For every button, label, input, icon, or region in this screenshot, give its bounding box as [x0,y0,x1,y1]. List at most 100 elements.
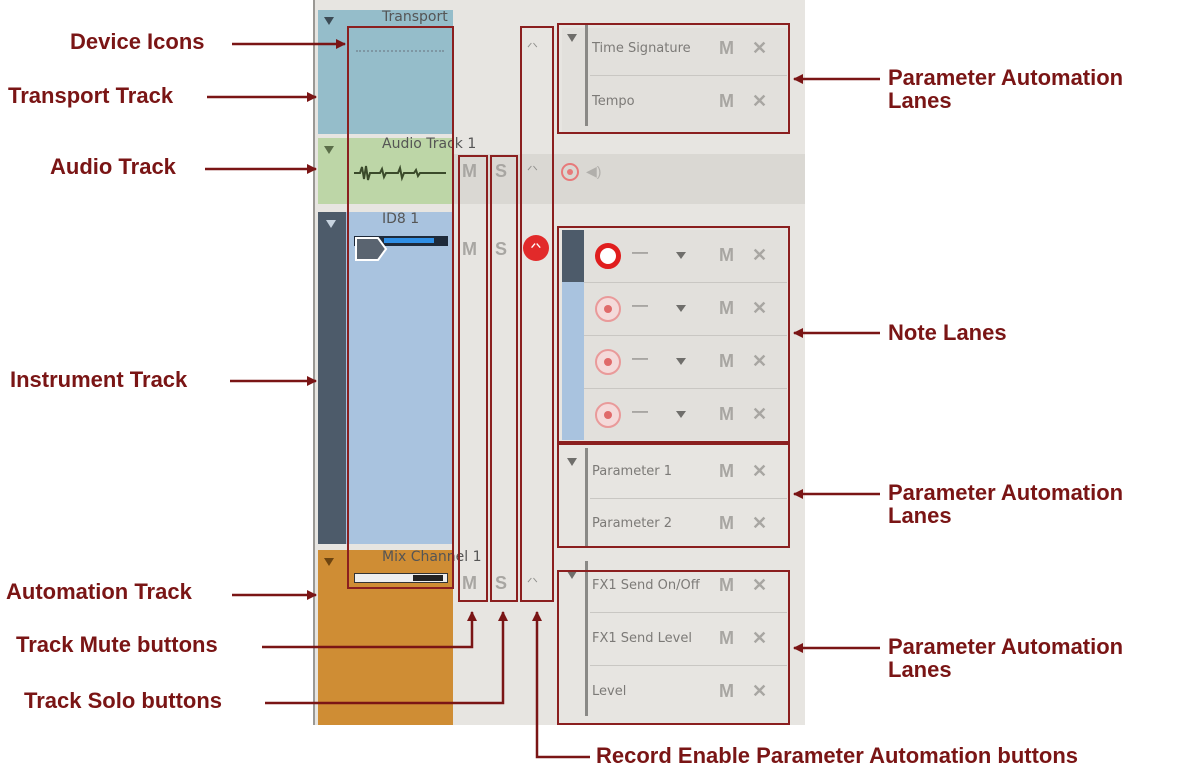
solo-buttons-highlight [490,155,518,602]
device-icons-highlight [347,26,454,589]
lane-mute-button[interactable]: M [719,404,734,424]
lane-delete-icon[interactable]: ✕ [752,37,768,58]
lane-mute-button[interactable]: M [719,245,734,265]
lane-mute-button[interactable]: M [719,627,734,648]
callout-audio-track: Audio Track [50,154,176,179]
audio-mute-button[interactable]: M [462,161,477,181]
lane-delete-icon[interactable]: ✕ [752,351,768,371]
callout-param-lanes-2: Parameter Automation Lanes [888,481,1123,527]
transport-track-name: Transport [382,9,448,25]
callout-param-lanes-3-line2: Lanes [888,657,952,683]
arrow-record-enable [532,611,590,759]
lane-separator [590,612,787,613]
instrument-device-icon [354,236,448,261]
lane-mute-button[interactable]: M [719,574,734,595]
lane-mute-button[interactable]: M [719,680,734,701]
callout-param-lanes-3: Parameter Automation Lanes [888,635,1123,681]
callout-param-lanes-2-line2: Lanes [888,503,952,529]
lane-separator [584,388,787,389]
instrument-solo-button[interactable]: S [495,239,508,259]
transport-device-icon [356,40,444,52]
speaker-icon[interactable]: ◀) [586,163,602,179]
lane-separator [584,335,787,336]
automation-automation-icon[interactable]: ᐟᐠ [527,575,539,590]
lane-mute-button[interactable]: M [719,351,734,371]
audio-solo-button[interactable]: S [495,161,508,181]
note-lane-record-button[interactable] [595,402,621,428]
instrument-collapse-icon[interactable] [326,220,336,228]
note-lane-record-button[interactable] [595,243,621,269]
callout-instrument-track: Instrument Track [10,367,188,392]
lane-delete-icon[interactable]: ✕ [752,627,768,648]
note-lanes-color-strip [562,282,584,440]
lane-mute-button[interactable]: M [719,461,734,481]
instrument_params-lane-bar [585,448,588,548]
callout-device-icons: Device Icons [70,29,205,54]
lane-delete-icon[interactable]: ✕ [752,90,768,111]
callout-param-lanes-2-line1: Parameter Automation [888,480,1124,505]
transport-collapse-icon[interactable] [567,34,577,42]
lane-delete-icon[interactable]: ✕ [752,574,768,595]
automation-collapse-icon[interactable] [324,558,334,566]
callout-track-solo: Track Solo buttons [24,688,223,713]
chevron-down-icon[interactable] [676,358,686,365]
lane-label: FX1 Send Level [592,630,692,646]
transport-track-color[interactable] [318,10,453,134]
lane-delete-icon[interactable]: ✕ [752,461,768,481]
lane-label: Time Signature [592,40,691,56]
instrument-automation-record-icon[interactable]: ᐟᐠ [523,235,549,261]
note-lane-record-button[interactable] [595,349,621,375]
lane-delete-icon[interactable]: ✕ [752,513,768,533]
transport-header-strip [453,10,559,30]
lane-label: Tempo [592,93,635,109]
lane-mute-button[interactable]: M [719,90,734,111]
callout-note-lanes: Note Lanes [888,320,1007,345]
chevron-down-icon[interactable] [676,305,686,312]
panel-left-border [313,0,315,725]
lane-separator [584,282,787,283]
lane-delete-icon[interactable]: ✕ [752,404,768,424]
instrument-track-dark-strip [318,212,346,544]
transport-collapse-icon[interactable] [324,17,334,25]
mix-device-icon [354,573,448,583]
lane-separator [590,75,787,76]
transport-automation-icon[interactable]: ᐟᐠ [527,40,539,55]
lane-mute-button[interactable]: M [719,513,734,533]
mix-lanes-highlight [557,570,790,725]
lane-mute-button[interactable]: M [719,298,734,318]
audio-automation-icon[interactable]: ᐟᐠ [527,163,539,178]
chevron-down-icon[interactable] [676,252,686,259]
note-lane-record-button[interactable] [595,296,621,322]
audio-record-button[interactable] [561,163,579,181]
lane-delete-icon[interactable]: ✕ [752,298,768,318]
lane-mute-button[interactable]: M [719,37,734,58]
automation-mute-button[interactable]: M [462,573,477,593]
instrument-mute-button[interactable]: M [462,239,477,259]
automation-solo-button[interactable]: S [495,573,508,593]
record-dot-icon [604,411,612,419]
waveform-icon [354,164,446,182]
note-lane-dash: — [632,297,648,314]
chevron-down-icon[interactable] [676,411,686,418]
lane-delete-icon[interactable]: ✕ [752,680,768,701]
transport-lanes-bg [562,28,787,132]
instrument-track-color[interactable] [346,212,453,544]
record-enable-highlight [520,26,554,602]
lane-label: Parameter 2 [592,516,673,531]
lane-label: Parameter 1 [592,464,673,479]
callout-param-lanes-1: Parameter Automation Lanes [888,66,1123,112]
audio-collapse-icon[interactable] [324,146,334,154]
audio-track-color[interactable] [318,138,453,204]
callout-track-mute: Track Mute buttons [16,632,218,657]
instrument_params-collapse-icon[interactable] [567,458,577,466]
lane-delete-icon[interactable]: ✕ [752,245,768,265]
callout-param-lanes-1-line1: Parameter Automation [888,65,1124,90]
instrument-track-name: ID8 1 [382,211,420,227]
mix-collapse-icon[interactable] [567,571,577,579]
transport-lanes-highlight [557,23,790,134]
lane-label: FX1 Send On/Off [592,577,700,593]
note-lanes-highlight [557,226,790,443]
mute-buttons-highlight [458,155,488,602]
lane-label: Level [592,683,627,699]
